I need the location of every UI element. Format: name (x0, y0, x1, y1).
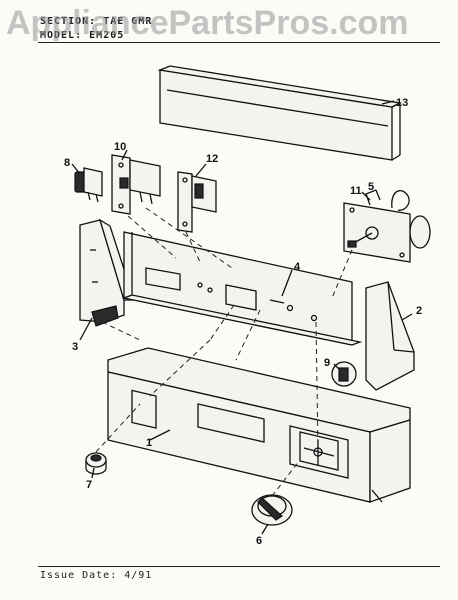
section-value: TAE GMR (103, 16, 153, 27)
issue-date: Issue Date: 4/91 (40, 570, 153, 581)
callout-9: 9 (324, 357, 330, 369)
callout-7: 7 (86, 479, 92, 491)
part-control-panel-4 (121, 231, 363, 346)
part-bracket-12 (177, 171, 217, 233)
part-switch-8 (74, 167, 103, 203)
callout-2: 2 (416, 305, 422, 317)
part-relay-10 (111, 154, 161, 215)
part-timer-5 (343, 189, 431, 263)
assembly-guide-lines (95, 207, 353, 497)
section-label: SECTION: (40, 16, 97, 27)
callout-11: 11 (350, 185, 362, 197)
model-value: EM205 (89, 30, 125, 41)
callout-5: 5 (368, 181, 374, 193)
part-knob-6 (251, 494, 293, 526)
model-label: MODEL: (40, 30, 83, 41)
model-header: MODEL: EM205 (40, 30, 124, 41)
callout-leaders (71, 100, 413, 535)
callout-8: 8 (64, 157, 70, 169)
callout-12: 12 (206, 153, 218, 165)
part-knob-7 (85, 452, 107, 475)
callout-3: 3 (72, 341, 78, 353)
callout-13: 13 (396, 97, 408, 109)
part-front-panel-1 (107, 347, 411, 503)
watermark-text: AppliancePartsPros.com (6, 4, 409, 42)
callout-4: 4 (294, 261, 301, 273)
footer-rule (38, 566, 440, 567)
callout-1: 1 (146, 437, 152, 449)
part-right-endcap-2 (365, 281, 415, 391)
callout-10: 10 (114, 141, 126, 153)
header-rule (38, 42, 440, 43)
part-trim-strip (157, 65, 403, 161)
callout-6: 6 (256, 535, 262, 547)
section-header: SECTION: TAE GMR (40, 16, 152, 27)
